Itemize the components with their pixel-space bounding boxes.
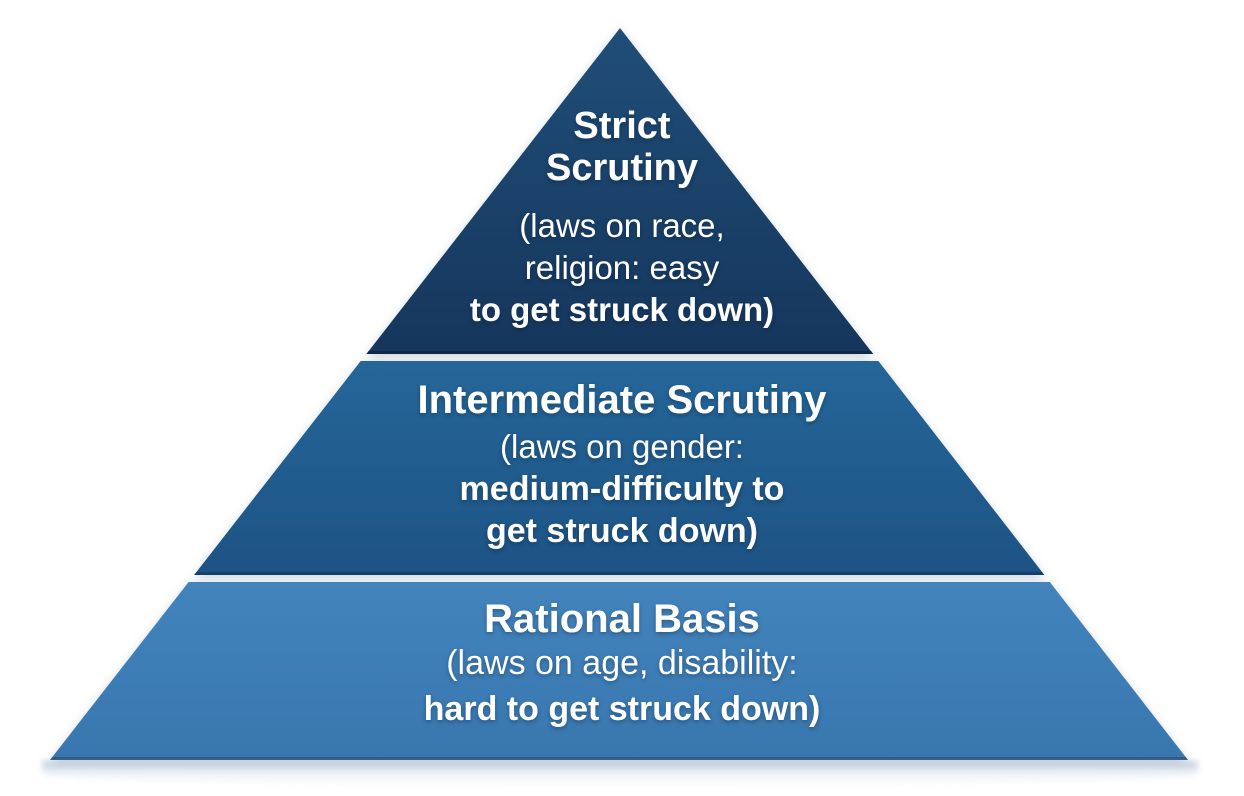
intermediate-scrutiny-title: Intermediate Scrutiny xyxy=(417,378,827,422)
intermediate-scrutiny-desc-line-2: medium-difficulty to xyxy=(459,470,785,508)
intermediate-scrutiny-desc-line-1: (laws on gender: xyxy=(500,428,744,465)
pyramid-level-rational-shape xyxy=(50,582,1188,760)
strict-scrutiny-title-line-1: Strict xyxy=(573,105,671,147)
rational-basis-desc-line-2: hard to get struck down) xyxy=(423,690,821,728)
pyramid-level-strict-shape xyxy=(366,28,874,354)
strict-scrutiny-desc-line-3: to get struck down) xyxy=(469,291,775,328)
pyramid-base-shadow xyxy=(42,761,1198,787)
rational-basis-desc-line-1: (laws on age, disability: xyxy=(446,644,798,682)
strict-scrutiny-desc-line-2: religion: easy xyxy=(524,249,720,286)
pyramid-level-strict-bottom-edge xyxy=(366,351,874,354)
intermediate-scrutiny-desc-line-3: get struck down) xyxy=(485,512,759,550)
pyramid-level-intermediate-bottom-edge xyxy=(194,572,1045,575)
strict-scrutiny-desc-line-1: (laws on race, xyxy=(519,207,725,244)
strict-scrutiny-title-line-2: Scrutiny xyxy=(545,147,699,189)
pyramid-level-intermediate-shape xyxy=(194,361,1045,575)
rational-basis-title: Rational Basis xyxy=(484,597,760,641)
pyramid-level-rational-bottom-edge xyxy=(50,757,1188,760)
